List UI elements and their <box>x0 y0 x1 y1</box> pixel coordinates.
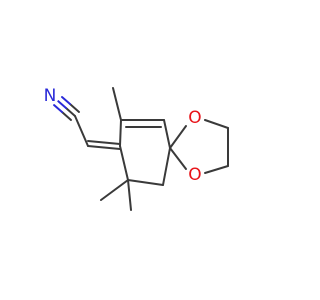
atom-o2-label: O <box>188 165 201 185</box>
ring-bond-c10-spiro <box>163 119 171 149</box>
nitrile-triple-bond <box>53 96 80 121</box>
ring-bond-c9-methyl <box>112 87 122 121</box>
ch2-to-o2-bond <box>204 165 229 174</box>
ring-bond-cq-c8 <box>119 145 129 181</box>
ring-bond-c8-c9 <box>119 119 122 147</box>
spiro-to-o1-bond <box>169 125 187 149</box>
ring-bond-spiro-ch2 <box>162 147 171 186</box>
atom-n: N <box>41 86 59 106</box>
ring-bond-ch2-cq <box>127 179 164 186</box>
bond-cn-carbon-to-ch <box>74 115 89 147</box>
methyl-bond-1 <box>100 179 129 201</box>
methyl-bond-2 <box>127 179 132 211</box>
molecule-structure: N O O <box>41 86 229 211</box>
atom-o1: O <box>186 108 204 128</box>
spiro-to-o2-bond <box>169 147 187 170</box>
atom-n-label: N <box>44 86 57 106</box>
atom-o1-label: O <box>188 108 201 128</box>
ring-double-bond-c9-c10 <box>120 119 165 128</box>
atom-o2: O <box>186 165 204 185</box>
exocyclic-double-bond <box>87 140 121 150</box>
o1-to-ch2-bond <box>204 119 229 129</box>
